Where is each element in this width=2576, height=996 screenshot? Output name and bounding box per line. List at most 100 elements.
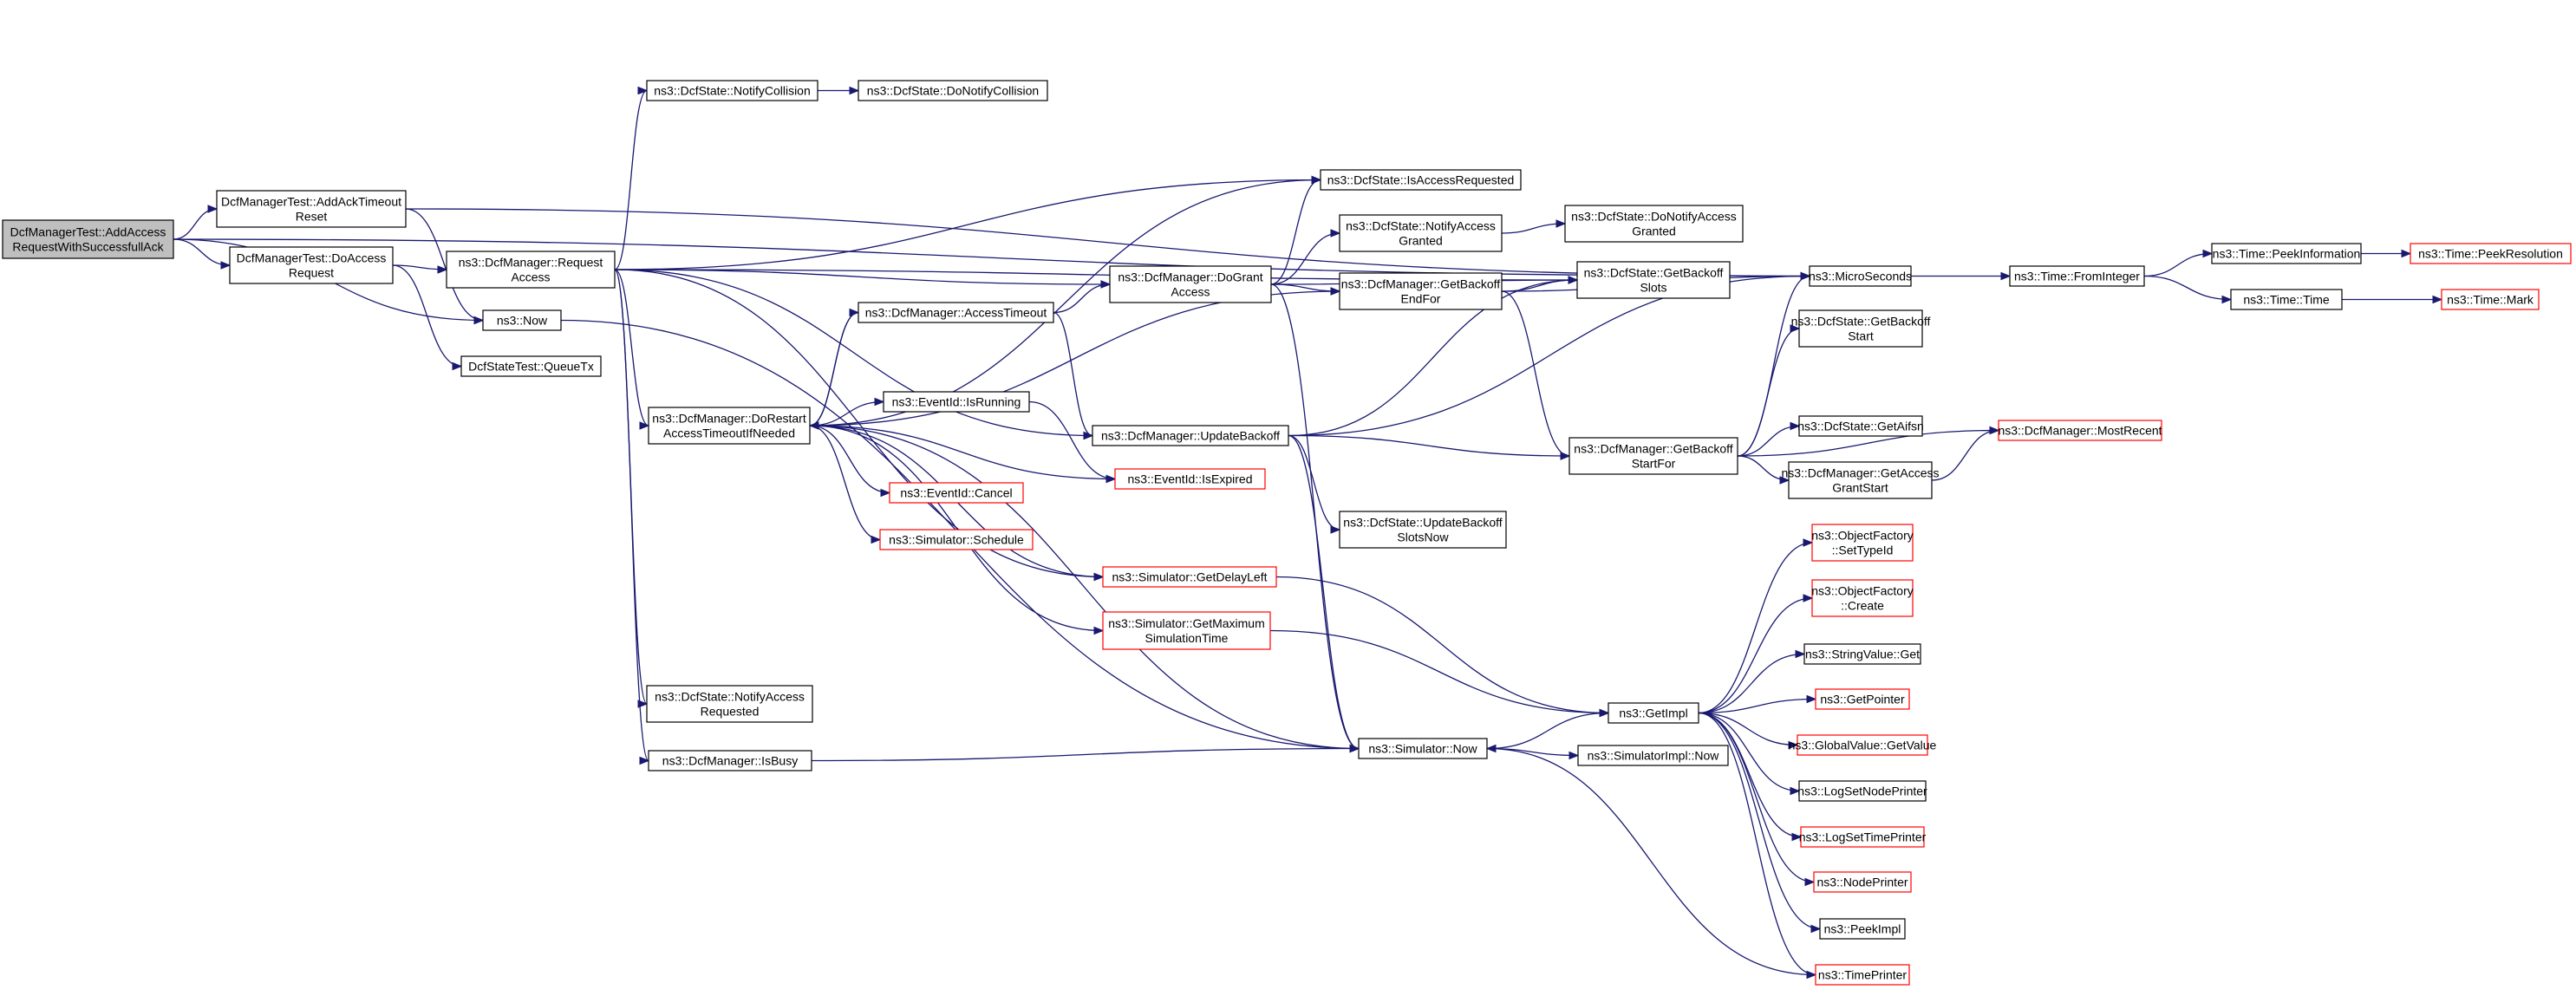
node-nodePrinter[interactable]: ns3::NodePrinter — [1813, 871, 1912, 893]
edge-root-to-doAccessRequest — [173, 238, 232, 270]
node-box — [646, 80, 818, 101]
node-box — [446, 251, 616, 289]
node-simImplNow[interactable]: ns3::SimulatorImpl::Now — [1577, 745, 1729, 766]
node-label: ns3::DcfManager::IsBusy — [662, 754, 798, 768]
node-objCreate[interactable]: ns3::ObjectFactory::Create — [1811, 579, 1914, 617]
node-box — [1815, 688, 1910, 710]
edge-isRunning-to-isExpired — [1028, 400, 1117, 484]
edge-root-to-addAckTimeout — [173, 205, 218, 240]
node-label: ns3::EventId::Cancel — [900, 486, 1012, 500]
edge-isBusy-to-simNow — [811, 744, 1360, 762]
edge-doAccessRequest-to-requestAccess — [392, 264, 448, 274]
edge-notifyCollision-to-doNotifyCollision — [818, 86, 860, 95]
node-fromInteger[interactable]: ns3::Time::FromInteger — [2009, 265, 2145, 287]
node-box — [216, 190, 407, 228]
edge-accessTimeout-to-doRestart — [808, 311, 859, 430]
node-box — [2, 219, 174, 259]
node-objSetTypeId[interactable]: ns3::ObjectFactory::SetTypeId — [1811, 524, 1914, 562]
node-getPointer[interactable]: ns3::GetPointer — [1815, 688, 1910, 710]
node-microSeconds[interactable]: ns3::MicroSeconds — [1809, 265, 1912, 287]
node-label: ns3::GetPointer — [1820, 693, 1905, 706]
node-box — [1109, 265, 1272, 303]
node-peekResolution[interactable]: ns3::Time::PeekResolution — [2410, 243, 2572, 264]
node-updateBackoff[interactable]: ns3::DcfManager::UpdateBackoff — [1092, 425, 1289, 446]
edge-updateBackoff-to-simNow — [1288, 434, 1360, 753]
node-label: ns3::StringValue::Get — [1805, 648, 1920, 661]
node-stringValueGet[interactable]: ns3::StringValue::Get — [1803, 643, 1921, 665]
node-box — [2230, 289, 2343, 310]
node-box — [1803, 643, 1921, 665]
node-box — [1114, 468, 1266, 490]
edge-getImpl-to-globalValueGet — [1698, 712, 1799, 750]
node-isAccessRequested[interactable]: ns3::DcfState::IsAccessRequested — [1320, 169, 1522, 191]
edge-requestAccess-to-doGrantAccess — [614, 269, 1112, 289]
node-isExpired[interactable]: ns3::EventId::IsExpired — [1114, 468, 1266, 490]
node-label: DcfManagerTest::AddAckTimeout — [221, 195, 401, 209]
node-schedule[interactable]: ns3::Simulator::Schedule — [879, 529, 1034, 550]
edge-getBackoffStartFor-to-getAccessGrantStart — [1737, 455, 1790, 485]
node-root[interactable]: DcfManagerTest::AddAccessRequestWithSucc… — [2, 219, 174, 259]
edge-addAckTimeout-to-now — [405, 208, 485, 325]
edge-peekInformation-to-peekResolution — [2361, 249, 2412, 258]
edge-getBackoffStartFor-to-getAifsn — [1737, 421, 1801, 457]
node-isBusy[interactable]: ns3::DcfManager::IsBusy — [648, 750, 812, 771]
node-doRestart[interactable]: ns3::DcfManager::DoRestartAccessTimeoutI… — [648, 407, 811, 445]
node-label: ns3::ObjectFactory — [1811, 584, 1914, 598]
node-label: ns3::SimulatorImpl::Now — [1588, 749, 1720, 763]
node-box — [646, 685, 813, 723]
edge-requestAccess-to-isAccessRequested — [614, 175, 1322, 270]
node-simNow[interactable]: ns3::Simulator::Now — [1358, 738, 1488, 759]
node-cancel[interactable]: ns3::EventId::Cancel — [889, 482, 1024, 504]
node-box — [1798, 309, 1923, 348]
node-mostRecent[interactable]: ns3::DcfManager::MostRecent — [1998, 420, 2162, 441]
node-label: ns3::EventId::IsExpired — [1128, 472, 1253, 486]
node-box — [1798, 780, 1927, 802]
node-box — [1809, 265, 1912, 287]
node-getImpl[interactable]: ns3::GetImpl — [1608, 702, 1699, 724]
node-label: ns3::DcfManager::DoRestart — [652, 412, 806, 426]
node-label: ::Create — [1841, 599, 1884, 613]
node-label: ns3::LogSetTimePrinter — [1799, 830, 1927, 844]
node-box — [889, 482, 1024, 504]
edge-getImpl-to-objSetTypeId — [1698, 538, 1814, 714]
node-timeTime[interactable]: ns3::Time::Time — [2230, 289, 2343, 310]
node-peekImpl[interactable]: ns3::PeekImpl — [1819, 918, 1906, 940]
node-peekInformation[interactable]: ns3::Time::PeekInformation — [2211, 243, 2362, 264]
node-logSetNodePrinter[interactable]: ns3::LogSetNodePrinter — [1797, 780, 1927, 802]
node-logSetTimePrinter[interactable]: ns3::LogSetTimePrinter — [1799, 826, 1927, 848]
node-getDelayLeft[interactable]: ns3::Simulator::GetDelayLeft — [1102, 566, 1277, 588]
node-accessTimeout[interactable]: ns3::DcfManager::AccessTimeout — [858, 302, 1054, 323]
edge-root-to-microSeconds — [173, 238, 1811, 281]
node-timePrinter[interactable]: ns3::TimePrinter — [1815, 964, 1910, 986]
node-now[interactable]: ns3::Now — [482, 309, 562, 331]
node-box — [1320, 169, 1522, 191]
edge-getImpl-to-getPointer — [1698, 694, 1817, 714]
node-globalValueGet[interactable]: ns3::GlobalValue::GetValue — [1789, 734, 1937, 756]
edge-requestAccess-to-isBusy — [614, 269, 650, 765]
node-getAifsn[interactable]: ns3::DcfState::GetAifsn — [1797, 415, 1924, 437]
node-label: Granted — [1399, 234, 1443, 248]
node-timeMark[interactable]: ns3::Time::Mark — [2441, 289, 2540, 310]
node-queueTx[interactable]: DcfStateTest::QueueTx — [460, 355, 602, 377]
node-doNotifyCollision[interactable]: ns3::DcfState::DoNotifyCollision — [858, 80, 1048, 101]
edge-getAccessGrantStart-to-mostRecent — [1931, 426, 2000, 481]
node-label: ns3::GlobalValue::GetValue — [1789, 739, 1937, 752]
node-isRunning[interactable]: ns3::EventId::IsRunning — [883, 391, 1030, 413]
node-notifyCollision[interactable]: ns3::DcfState::NotifyCollision — [646, 80, 818, 101]
node-box — [2410, 243, 2572, 264]
